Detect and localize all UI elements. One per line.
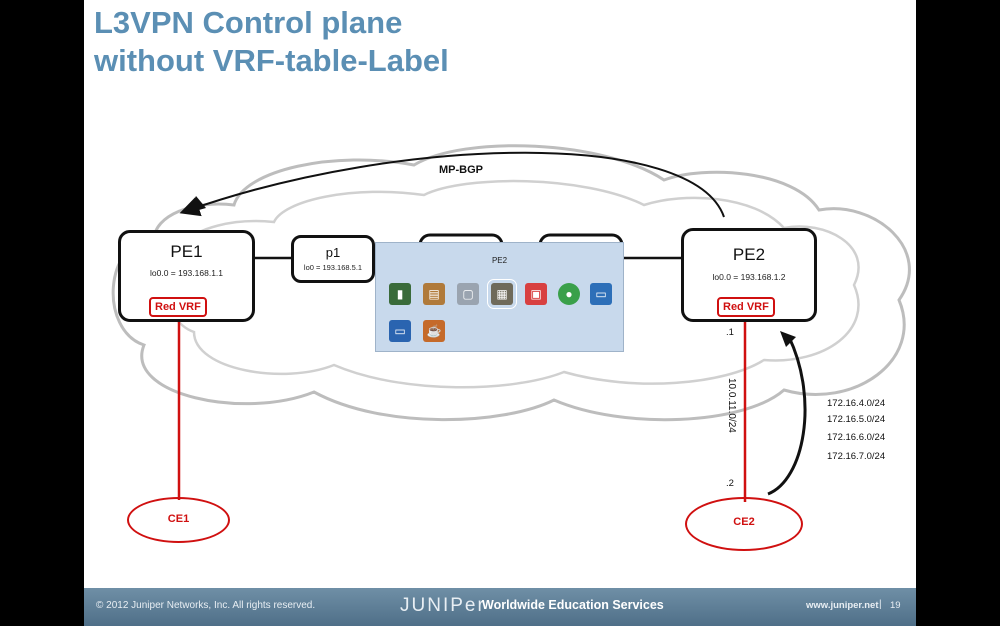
ce2-interface-label: .2 <box>726 478 734 489</box>
task-switcher-title: PE2 <box>491 256 508 265</box>
pe2-name: PE2 <box>732 245 766 264</box>
document-app-icon[interactable]: ▤ <box>423 283 445 305</box>
task-switcher[interactable]: PE2 ▮ ▤ ▢ ▦ ▣ ● ▭ ▭ ☕ <box>375 242 624 352</box>
slide: L3VPN Control plane without VRF-table-La… <box>84 0 916 626</box>
p1-loopback: lo0 = 193.168.5.1 <box>303 263 363 272</box>
footer-copyright: © 2012 Juniper Networks, Inc. All rights… <box>96 600 316 611</box>
ce1-device[interactable]: CE1 <box>127 497 230 543</box>
terminal-app-icon[interactable]: ▮ <box>389 283 411 305</box>
prefix-2: 172.16.5.0/24 <box>827 414 886 425</box>
prefix-4: 172.16.7.0/24 <box>827 451 886 462</box>
slide-title-line2: without VRF-table-Label <box>94 43 449 78</box>
footer-separator: | <box>879 599 882 610</box>
cloud-inner <box>163 179 860 389</box>
prefix-3: 172.16.6.0/24 <box>827 432 886 443</box>
mp-bgp-label: MP-BGP <box>439 164 483 176</box>
pe2-interface-label: .1 <box>726 327 734 338</box>
pe2-loopback: lo0.0 = 193.168.1.2 <box>712 272 786 282</box>
ce2-device[interactable]: CE2 <box>685 497 803 551</box>
ce1-name: CE1 <box>167 513 190 525</box>
chrome-app-icon[interactable]: ● <box>558 283 580 305</box>
java-app-icon[interactable]: ☕ <box>423 320 445 342</box>
link-subnet-label: 10.0.11.0/24 <box>726 378 737 433</box>
juniper-logo: JUNIPer <box>400 595 486 616</box>
pe1-red-vrf[interactable]: Red VRF <box>149 297 207 317</box>
route-advert-arrowhead <box>780 331 796 347</box>
p1-name: p1 <box>325 245 341 260</box>
slide-title: L3VPN Control plane without VRF-table-La… <box>94 4 449 80</box>
footer-page-number: 19 <box>890 600 901 611</box>
prefix-1: 172.16.4.0/24 <box>827 398 886 409</box>
pe1-loopback: lo0.0 = 193.168.1.1 <box>149 268 224 278</box>
pe1-name: PE1 <box>170 242 203 261</box>
desktop-app-icon[interactable]: ▭ <box>590 283 612 305</box>
p1-router[interactable]: p1 lo0 = 193.168.5.1 <box>291 235 375 283</box>
presentation-app-icon[interactable]: ▦ <box>487 279 517 309</box>
mp-bgp-arrow <box>179 151 725 218</box>
remote-desktop-app-icon[interactable]: ▭ <box>389 320 411 342</box>
slide-title-line1: L3VPN Control plane <box>94 5 403 40</box>
cloud-outer <box>111 144 911 422</box>
footer-tagline: Worldwide Education Services <box>482 598 664 612</box>
route-advert-arrow <box>767 336 807 496</box>
pe2-red-vrf[interactable]: Red VRF <box>717 297 775 317</box>
footer-url[interactable]: www.juniper.net <box>806 600 879 611</box>
ce2-name: CE2 <box>733 516 755 528</box>
slides-app-icon[interactable]: ▣ <box>525 283 547 305</box>
slide-footer: © 2012 Juniper Networks, Inc. All rights… <box>84 588 916 626</box>
window-app-icon[interactable]: ▢ <box>457 283 479 305</box>
mp-bgp-arrowhead <box>188 196 206 213</box>
